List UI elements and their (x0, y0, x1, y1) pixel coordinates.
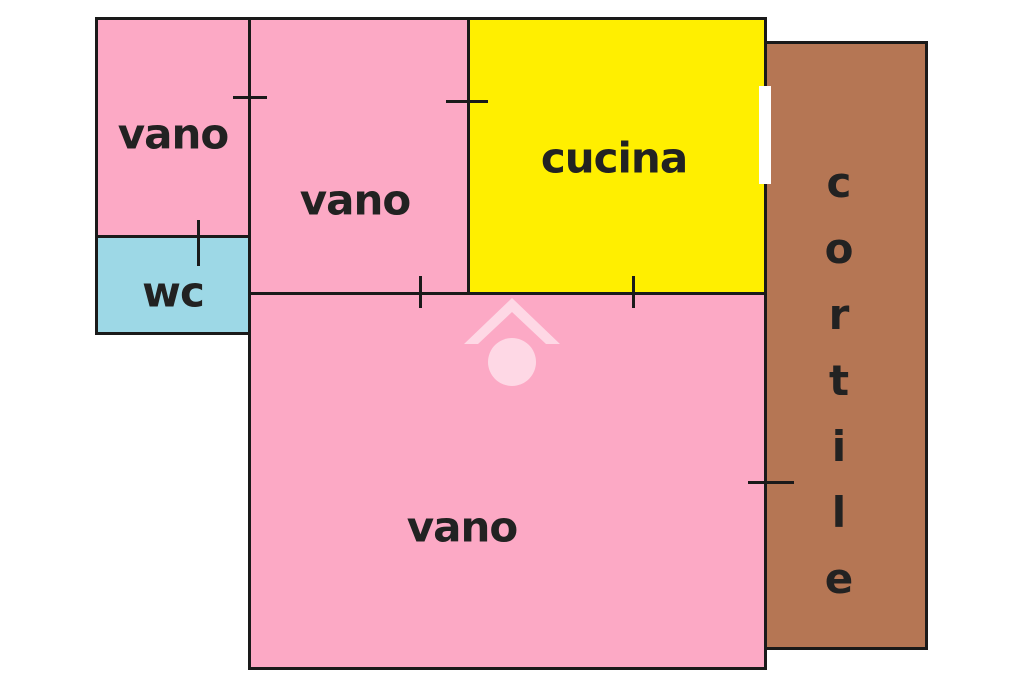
room-label-vano-top-left: vano (117, 109, 229, 159)
room-vano-top-middle (248, 17, 470, 295)
room-label-vano-large: vano (406, 502, 518, 552)
cortile-letter: l (831, 488, 847, 537)
cortile-letter: i (831, 422, 847, 471)
door-mark (632, 276, 635, 308)
door-mark (197, 220, 200, 266)
room-label-cucina: cucina (540, 133, 688, 183)
door-mark (419, 276, 422, 308)
room-wc (95, 235, 251, 335)
door-mark (748, 481, 794, 484)
room-label-vano-top-middle: vano (299, 175, 411, 225)
house-logo-icon (464, 298, 560, 386)
cortile-letter: r (828, 290, 850, 339)
cortile-letter: e (824, 554, 854, 603)
cortile-letter: t (828, 356, 850, 405)
kitchen-window (759, 86, 771, 184)
cortile-letter: c (826, 158, 852, 207)
door-mark (446, 100, 488, 103)
cortile-letter: o (824, 224, 854, 273)
room-vano-top-left (95, 17, 251, 238)
room-label-wc: wc (142, 267, 205, 317)
door-mark (233, 96, 267, 99)
room-label-cortile: c o r t i l e (819, 150, 859, 612)
